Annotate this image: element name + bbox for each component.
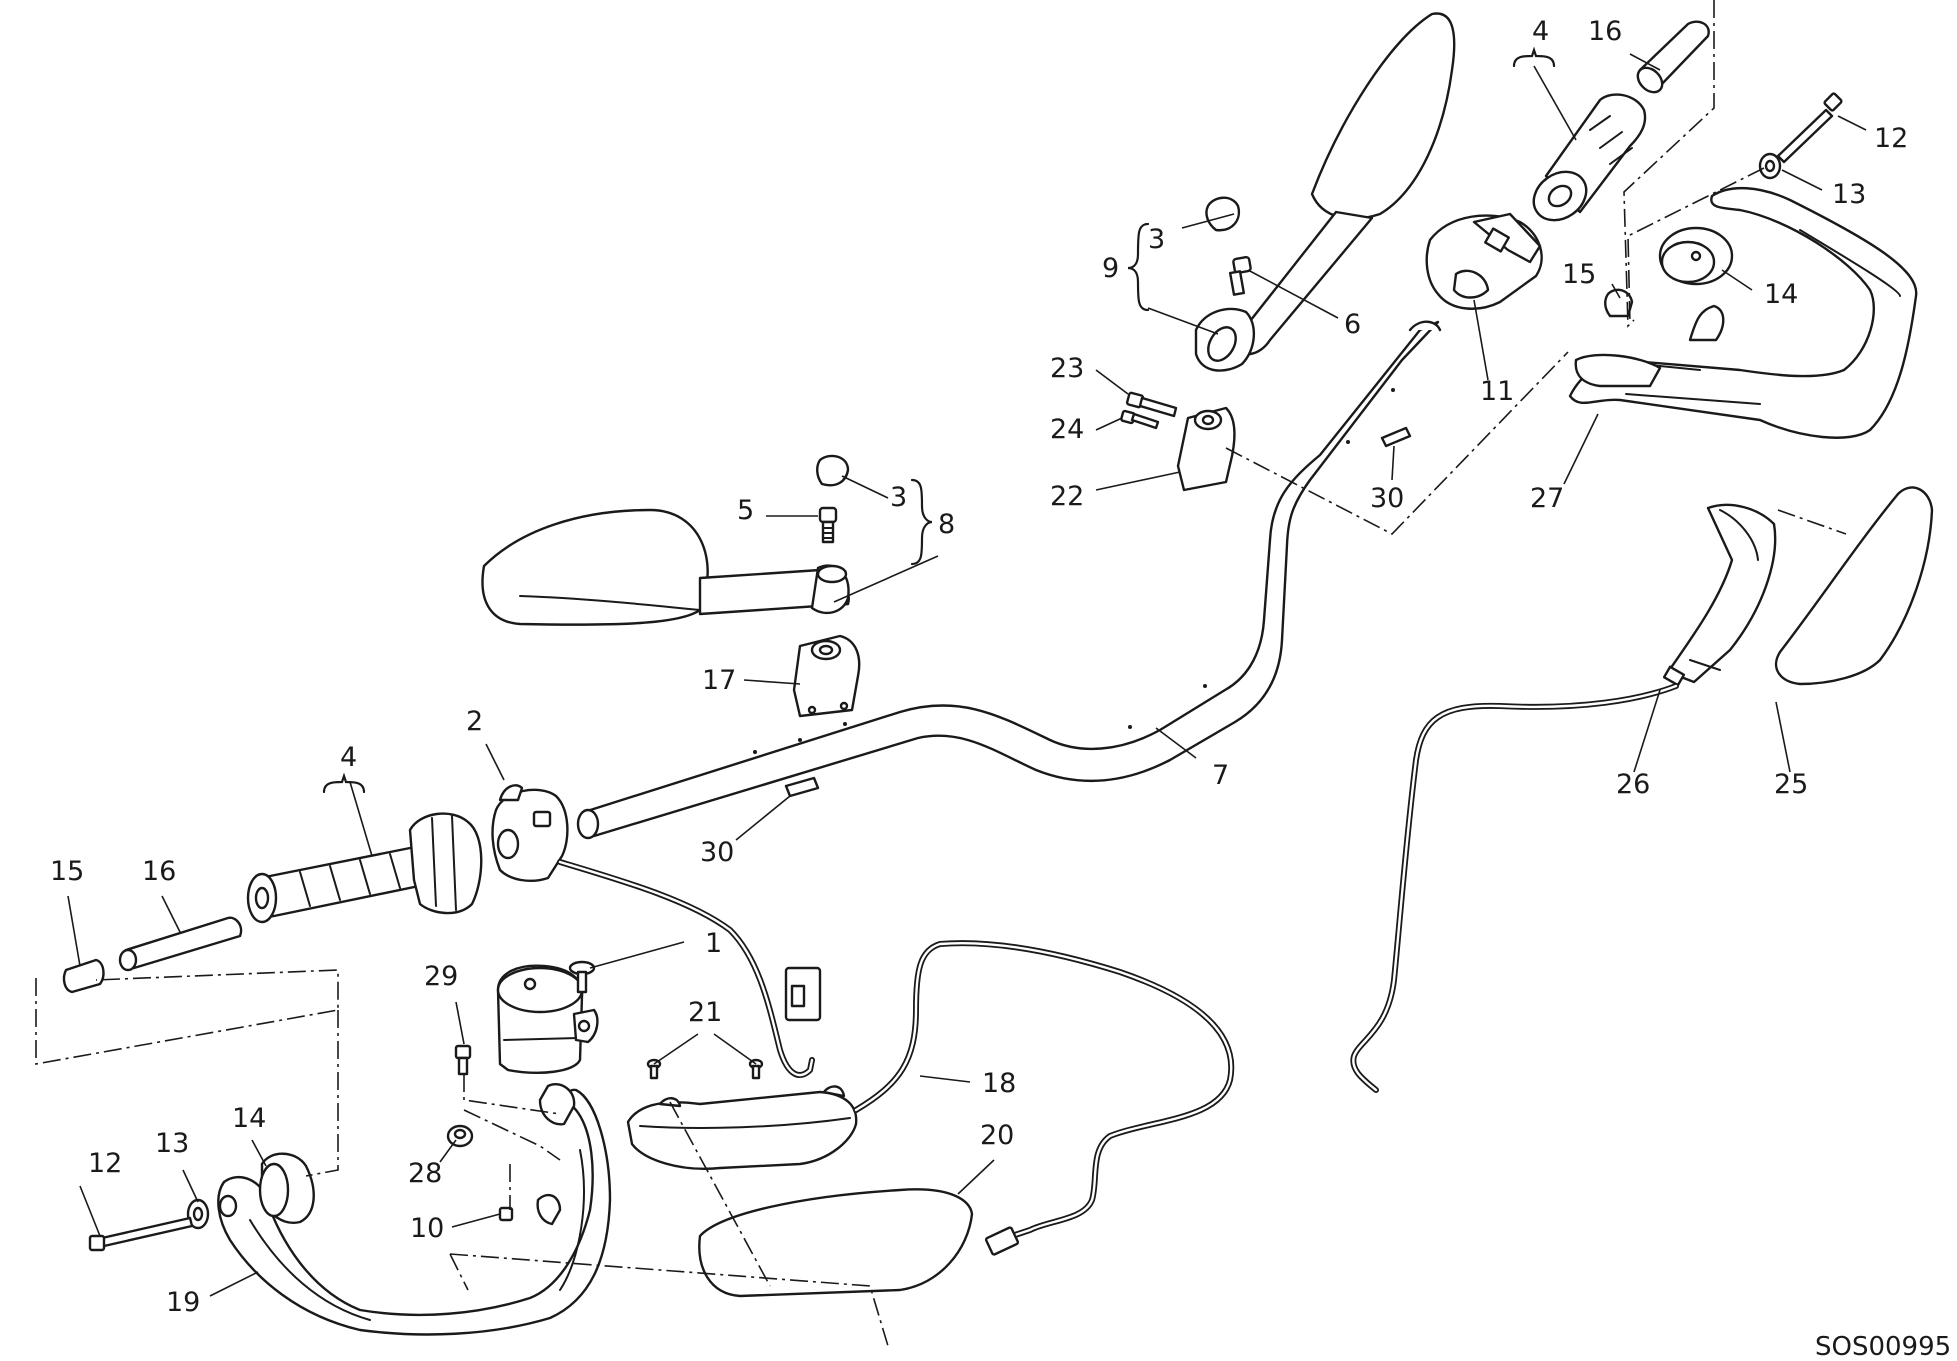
callout-5: 5 xyxy=(737,495,754,526)
left-mirror-clamp xyxy=(792,634,861,718)
callout-1: 1 xyxy=(705,928,722,959)
left-turn-lens xyxy=(698,1188,974,1298)
turn-signal-screw-b xyxy=(748,1058,764,1080)
callout-16: 16 xyxy=(142,856,176,887)
callout-27: 27 xyxy=(1530,483,1564,514)
callout-7: 7 xyxy=(1212,760,1229,791)
callout-24: 24 xyxy=(1050,414,1084,445)
left-bar-end-weight xyxy=(258,1152,315,1224)
callout-15: 15 xyxy=(1562,259,1596,290)
right-mirror xyxy=(1194,12,1456,372)
left-mirror-cap xyxy=(816,454,850,487)
callout-3: 3 xyxy=(1148,224,1165,255)
left-spacer xyxy=(186,1198,210,1230)
left-handguard xyxy=(217,1083,612,1336)
callout-12: 12 xyxy=(88,1148,122,1179)
right-mirror-cap xyxy=(1205,196,1241,232)
callout-3: 3 xyxy=(890,482,907,513)
right-bar-end-weight xyxy=(1658,226,1734,286)
right-bolt xyxy=(1776,92,1843,164)
callout-19: 19 xyxy=(166,1287,200,1318)
leader-lines xyxy=(67,53,1867,1297)
callout-17: 17 xyxy=(702,665,736,696)
left-mirror-screw xyxy=(818,506,838,544)
right-mirror-screw xyxy=(1228,255,1252,296)
right-turn-signal xyxy=(1662,503,1777,687)
braces xyxy=(322,46,1556,794)
left-mirror xyxy=(481,508,850,626)
left-turn-signal xyxy=(626,1085,858,1170)
right-grip xyxy=(1532,93,1647,222)
callout-13: 13 xyxy=(155,1128,189,1159)
turn-signal-screw-a xyxy=(646,1058,662,1080)
callout-labels: 1 2 3 3 4 4 5 6 7 8 9 10 11 12 12 13 13 … xyxy=(50,16,1908,1318)
callout-9: 9 xyxy=(1102,253,1119,284)
callout-30: 30 xyxy=(700,837,734,868)
callout-6: 6 xyxy=(1344,309,1361,340)
reservoir-screw xyxy=(568,960,596,994)
right-handguard xyxy=(1568,186,1918,439)
callout-16: 16 xyxy=(1588,16,1622,47)
left-turn-connector xyxy=(984,1226,1020,1256)
callout-23: 23 xyxy=(1050,353,1084,384)
right-switch-housing xyxy=(1425,212,1543,310)
callout-4: 4 xyxy=(1532,16,1549,47)
nut-28 xyxy=(446,1124,474,1148)
right-wedge xyxy=(1380,426,1412,448)
left-switch-housing xyxy=(491,784,569,882)
callout-13: 13 xyxy=(1832,179,1866,210)
callout-4: 4 xyxy=(340,742,357,773)
left-bar-end-tube xyxy=(118,916,243,972)
assembly-lines xyxy=(35,0,1847,1347)
callout-12: 12 xyxy=(1874,123,1908,154)
right-bar-end-tube xyxy=(1636,20,1710,94)
callout-22: 22 xyxy=(1050,481,1084,512)
left-switch-connector xyxy=(784,966,822,1022)
screw-29 xyxy=(454,1044,472,1076)
callout-11: 11 xyxy=(1480,376,1514,407)
callout-18: 18 xyxy=(982,1068,1016,1099)
right-mirror-clamp xyxy=(1176,406,1236,492)
left-rubber-insert xyxy=(62,958,105,994)
callout-21: 21 xyxy=(688,997,722,1028)
callout-10: 10 xyxy=(410,1213,444,1244)
callout-14: 14 xyxy=(1764,279,1798,310)
callout-28: 28 xyxy=(408,1158,442,1189)
callout-25: 25 xyxy=(1774,769,1808,800)
left-wedge xyxy=(784,776,820,798)
callout-15: 15 xyxy=(50,856,84,887)
drawing-code: SOS00995 xyxy=(1815,1332,1951,1361)
right-spacer xyxy=(1758,152,1782,180)
callout-14: 14 xyxy=(232,1103,266,1134)
clamp-screw-23 xyxy=(1125,391,1178,418)
clamp-screw-24 xyxy=(1120,409,1160,430)
callout-2: 2 xyxy=(466,706,483,737)
left-bolt xyxy=(88,1216,194,1252)
callout-30: 30 xyxy=(1370,483,1404,514)
handlebar-tube xyxy=(576,320,1442,840)
right-turn-lens xyxy=(1774,486,1934,686)
brake-fluid-reservoir xyxy=(496,964,599,1074)
callout-20: 20 xyxy=(980,1120,1014,1151)
callout-29: 29 xyxy=(424,961,458,992)
left-grip xyxy=(246,812,483,924)
callout-26: 26 xyxy=(1616,769,1650,800)
callout-8: 8 xyxy=(938,509,955,540)
